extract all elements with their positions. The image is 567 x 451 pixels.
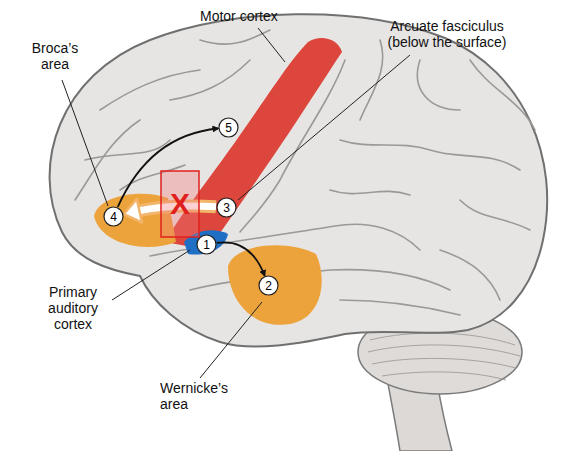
- circle-shape: [219, 118, 238, 137]
- sulcus-line: [440, 250, 500, 300]
- wernicke-area: [228, 245, 322, 325]
- callout-number: 1: [203, 239, 210, 251]
- pathway-arrow: [217, 242, 265, 275]
- cerebellum-folia: [368, 333, 520, 380]
- circle-shape: [217, 198, 236, 217]
- area-label: Motor cortex: [200, 8, 310, 24]
- step-circle: 3: [216, 197, 237, 218]
- leader-line: [238, 55, 410, 200]
- lesion-mark: X: [170, 189, 190, 219]
- circle-shape: [104, 207, 123, 226]
- sulcus-line: [330, 190, 410, 195]
- sulcus-line: [360, 40, 383, 120]
- callout-number: 2: [265, 280, 272, 292]
- sulcus-line: [340, 140, 520, 170]
- cerebrum-outline: [50, 14, 548, 346]
- circle-shape: [197, 235, 216, 254]
- step-circle: 5: [218, 117, 239, 138]
- area-label: Primary auditory cortex: [28, 284, 118, 332]
- step-circle: 2: [258, 275, 279, 296]
- folium-line: [372, 358, 516, 368]
- callout-number: 5: [225, 122, 232, 134]
- sulcus-line: [85, 140, 170, 160]
- folium-line: [370, 333, 515, 345]
- step-circle: 4: [103, 206, 124, 227]
- leader-line: [258, 28, 285, 62]
- leader-lines: [62, 28, 410, 378]
- sulcus-line: [100, 70, 200, 110]
- lesion-box: X: [160, 170, 200, 238]
- area-label: Arcuate fasciculus (below the surface): [372, 18, 522, 50]
- circle-shape: [259, 276, 278, 295]
- folium-line: [368, 345, 520, 356]
- sulcus-line: [470, 60, 535, 130]
- sulcus-line: [460, 200, 530, 230]
- callout-number: 3: [223, 202, 230, 214]
- area-label: Wernicke’s area: [160, 380, 240, 412]
- arrow-head: [124, 199, 142, 222]
- leader-line: [62, 80, 108, 206]
- arrow-line: [217, 242, 265, 275]
- box-shape: [161, 171, 199, 237]
- area-label: Broca’s area: [20, 40, 90, 72]
- folium-line: [382, 372, 506, 380]
- sulcus-line: [200, 30, 270, 44]
- callout-number: 4: [110, 211, 117, 223]
- sulcus-line: [170, 60, 250, 100]
- leader-line: [200, 302, 262, 378]
- sulcus-line: [417, 60, 460, 110]
- temporal-sulcus: [340, 300, 460, 315]
- leader-line: [112, 250, 190, 300]
